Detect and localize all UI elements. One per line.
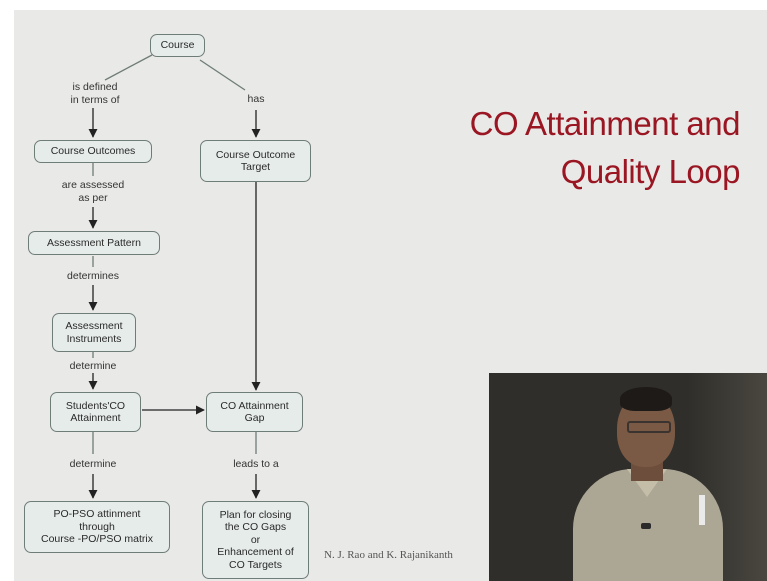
node-course-outcomes: Course Outcomes xyxy=(34,140,152,163)
label-leads-to-a: leads to a xyxy=(233,458,279,470)
node-assessment-instruments: Assessment Instruments xyxy=(52,313,136,352)
pen-icon xyxy=(699,495,705,525)
node-assessment-pattern: Assessment Pattern xyxy=(28,231,160,255)
microphone-icon xyxy=(641,523,651,529)
slide-title: CO Attainment and Quality Loop xyxy=(469,105,741,190)
label-are-assessed-as-per: are assessed as per xyxy=(61,179,125,204)
label-determine-1: determine xyxy=(69,360,117,372)
label-is-defined-in-terms-of: is defined in terms of xyxy=(70,81,120,106)
edge-course-left xyxy=(104,54,153,81)
presenter-hair xyxy=(620,387,672,411)
node-course-outcome-target: Course Outcome Target xyxy=(200,140,311,182)
author-credit: N. J. Rao and K. Rajanikanth xyxy=(324,549,453,561)
label-determines: determines xyxy=(67,270,119,282)
label-has: has xyxy=(247,93,265,105)
edge-course-right xyxy=(199,59,246,91)
label-determine-2: determine xyxy=(69,458,117,470)
node-co-attainment-gap: CO Attainment Gap xyxy=(206,392,303,432)
glasses-icon xyxy=(627,421,671,433)
node-course: Course xyxy=(150,34,205,57)
node-students-co-attainment: Students'CO Attainment xyxy=(50,392,141,432)
node-po-pso-attainment: PO-PSO attinment through Course -PO/PSO … xyxy=(24,501,170,553)
presenter-video xyxy=(489,373,767,581)
node-plan-for-closing: Plan for closing the CO Gaps or Enhancem… xyxy=(202,501,309,579)
